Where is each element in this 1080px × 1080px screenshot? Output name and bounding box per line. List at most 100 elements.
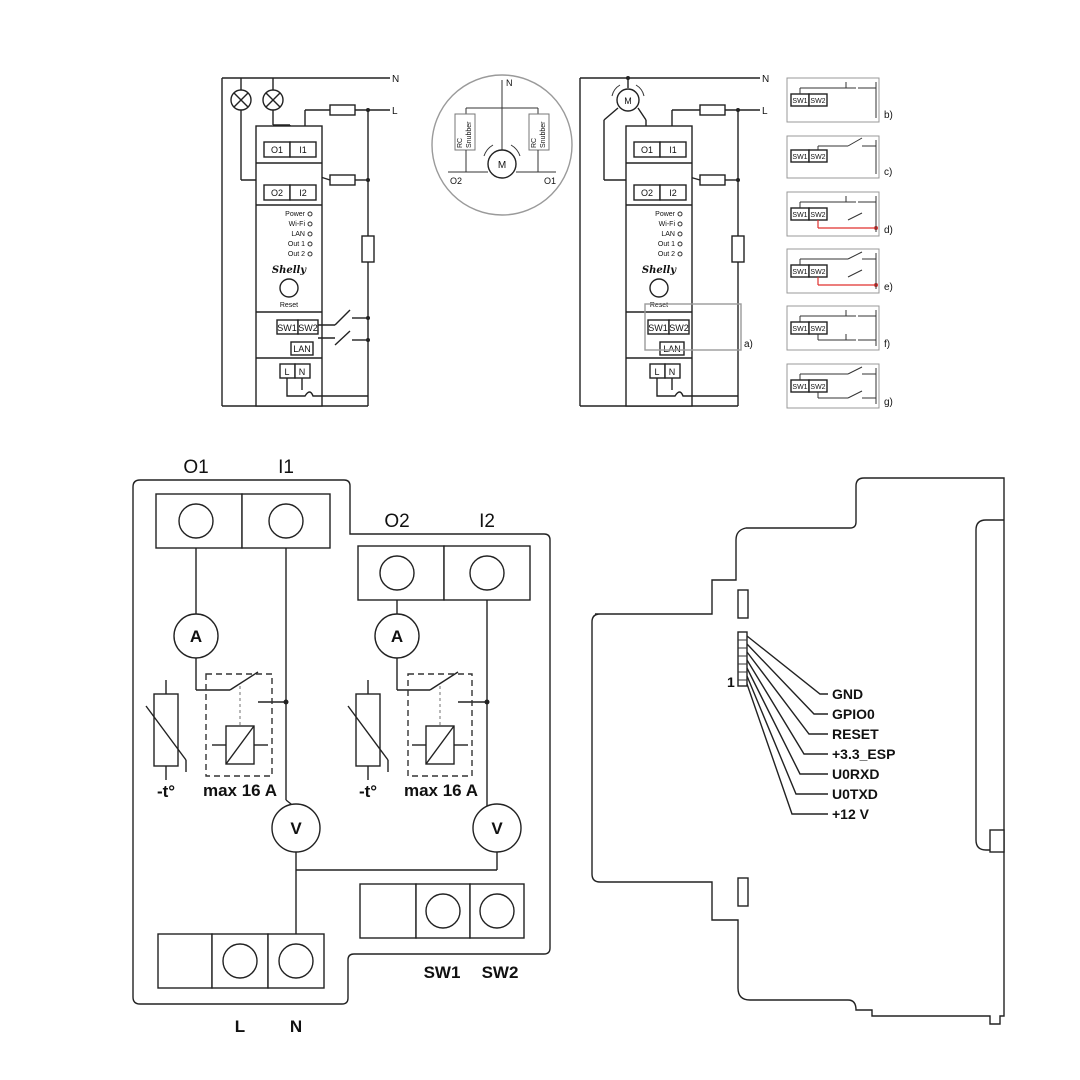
switch-variants: SW1 SW2 b) SW1 SW2 c) SW1 [786,77,893,409]
terminal-o1: O1 [271,145,283,155]
pin-u0txd: U0TXD [832,786,878,802]
terminal-o1-screw [178,503,214,539]
reset-label: Reset [280,302,298,309]
svg-text:SW2: SW2 [810,384,825,391]
thermistor-2-label: -t° [359,782,377,801]
svg-text:O1: O1 [641,145,653,155]
sw2-screw [479,893,515,929]
svg-text:SW1: SW1 [792,269,807,276]
line-label: L [392,106,398,117]
variant-b-label: b) [884,110,893,121]
pin-gnd: GND [832,686,863,702]
rc-snubber-left-icon [454,113,476,151]
debug-header [737,631,748,687]
svg-text:Wi-Fi: Wi-Fi [659,221,676,228]
n-screw [278,943,314,979]
terminal-i2-screw [469,555,505,591]
lamp-wiring-diagram: N L [221,74,399,407]
lamp-2-icon [262,78,291,143]
fuse-2-icon [699,174,726,186]
breaker-icon [361,235,375,263]
side-view-pinout: 1 GND GPIO0 RESET +3.3_ESP U0RXD U0TXD +… [591,477,1005,1025]
neutral-label: N [392,74,399,85]
terminal-i1: I1 [299,145,307,155]
fuse-1-icon [329,104,356,116]
svg-text:Power: Power [655,211,676,218]
o1-label: O1 [183,457,208,478]
variant-f-label: f) [884,339,890,350]
detail-callout-box [644,303,742,351]
svg-text:SW1: SW1 [792,212,807,219]
l-terminal: L [284,367,289,377]
breaker-icon [731,235,745,263]
svg-text:I2: I2 [669,188,677,198]
svg-text:N: N [669,367,676,377]
svg-text:SW1: SW1 [648,323,668,333]
motor-neutral-label: N [762,74,769,85]
thermistor-1-label: -t° [157,782,175,801]
svg-text:SW2: SW2 [810,212,825,219]
led-wifi-label: Wi-Fi [289,221,306,228]
svg-text:O2: O2 [641,188,653,198]
motor-o2-label: O2 [450,176,462,186]
relay-1-rating: max 16 A [203,781,277,800]
motor-neutral-label: N [506,78,513,88]
fuse-2-icon [329,174,356,186]
variant-b: SW1 SW2 b) [786,77,893,123]
led-power-label: Power [285,211,306,218]
motor-label: M [498,160,506,171]
relay-2-rating: max 16 A [404,781,478,800]
led-out2-label: Out 2 [288,251,305,258]
reset-button[interactable] [649,278,669,298]
l-screw [222,943,258,979]
reset-button[interactable] [279,278,299,298]
vent-bottom [737,877,749,907]
brand-logo: Shelly [272,265,307,276]
variant-g: SW1 SW2 g) [786,363,893,409]
motor-o1-label: O1 [544,176,556,186]
pin-3v3-esp: +3.3_ESP [832,746,895,762]
rc-left-line1: RC [457,138,464,148]
callout-a-label: a) [744,339,753,350]
vent-top [737,589,749,619]
pin-1-marker: 1 [727,674,735,690]
svg-text:SW1: SW1 [792,154,807,161]
n-terminal: N [299,367,306,377]
sw2-label: SW2 [482,963,519,982]
l-label: L [235,1017,245,1036]
motor-wiring-diagram: N M L [579,74,769,407]
variant-g-label: g) [884,397,893,408]
svg-text:SW2: SW2 [810,98,825,105]
variant-c-label: c) [884,167,892,178]
svg-text:LAN: LAN [663,344,681,354]
internal-schematic: O1 I1 O2 I2 A max 16 A -t° [132,457,551,1036]
lamp-1-icon [230,78,272,181]
thermistor-1-icon [153,693,179,767]
fuse-icon [699,104,726,116]
lan-port[interactable] [290,341,314,356]
svg-text:SW2: SW2 [810,326,825,333]
wall-switches [318,309,370,346]
n-label: N [290,1017,302,1036]
pin-u0rxd: U0RXD [832,766,879,782]
variant-c: SW1 SW2 c) [786,135,892,179]
variant-e-label: e) [884,282,893,293]
variant-d-label: d) [884,225,893,236]
svg-text:SW1: SW1 [792,98,807,105]
voltmeter-1-label: V [290,819,302,838]
svg-text:SW2: SW2 [669,323,689,333]
variant-d: SW1 SW2 d) [786,191,893,237]
lan-port[interactable] [659,341,685,356]
relay-2-box [407,673,473,777]
svg-text:I1: I1 [669,145,677,155]
variant-f: SW1 SW2 f) [786,305,890,351]
ammeter-2-label: A [391,627,403,646]
rc-left-line2: Snubber [466,121,473,148]
svg-text:SW1: SW1 [792,326,807,333]
motor-icon [487,149,517,179]
pin-reset: RESET [832,726,879,742]
sw1-label: SW1 [424,963,461,982]
terminal-o2: O2 [271,188,283,198]
device-body: O1 I1 O2 I2 Power Wi-Fi LAN Out 1 Out 2 … [625,125,738,407]
